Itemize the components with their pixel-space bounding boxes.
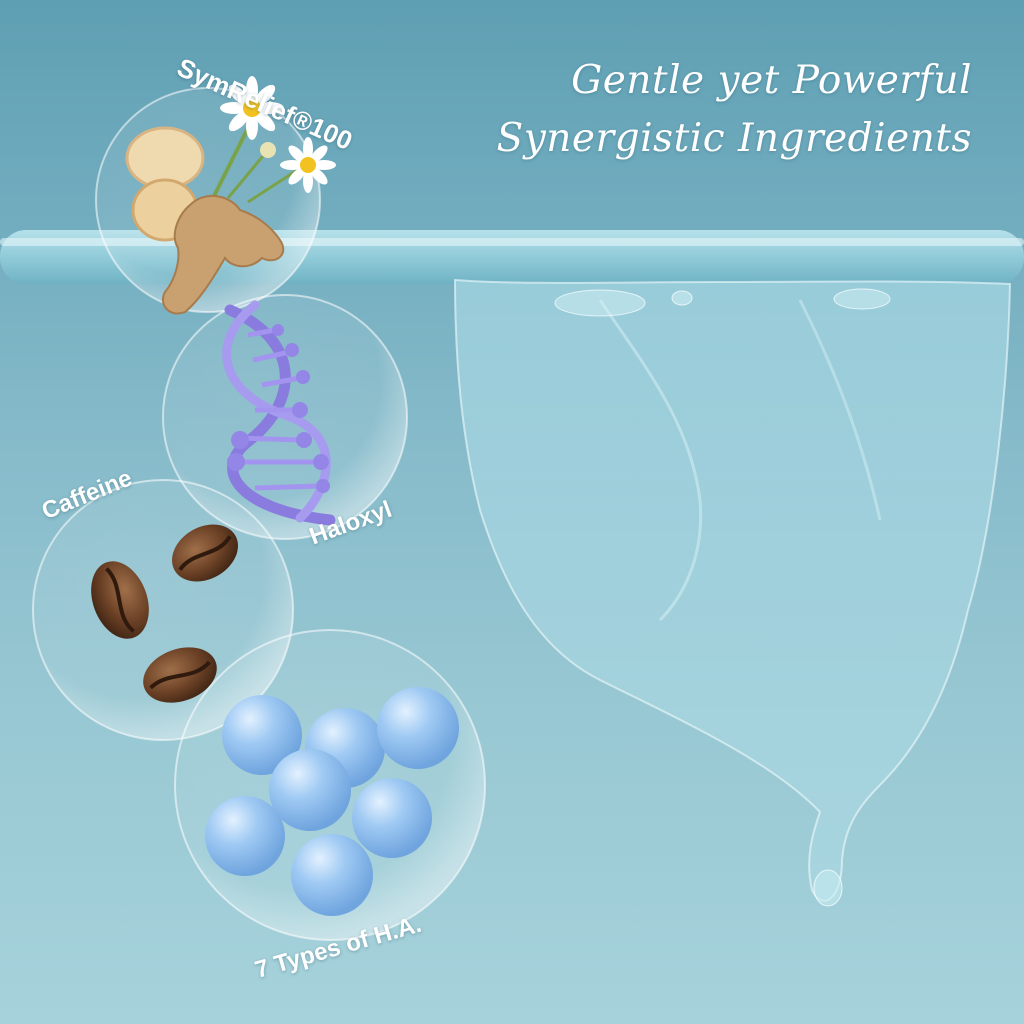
headline-line-2: Synergistic Ingredients [496, 116, 972, 161]
headline: Gentle yet Powerful Synergistic Ingredie… [412, 52, 972, 168]
bubble-symrelief [95, 76, 336, 315]
ginger-chamomile-icon [125, 76, 336, 315]
headline-line-1: Gentle yet Powerful [571, 58, 972, 103]
bubble-hyaluronic-acid [174, 629, 486, 941]
dna-helix-icon [222, 300, 336, 526]
coffee-bean-icon [91, 524, 238, 703]
bubble-haloxyl [162, 294, 408, 540]
gel-drip [453, 278, 1012, 907]
molecule-spheres-icon [205, 687, 459, 916]
